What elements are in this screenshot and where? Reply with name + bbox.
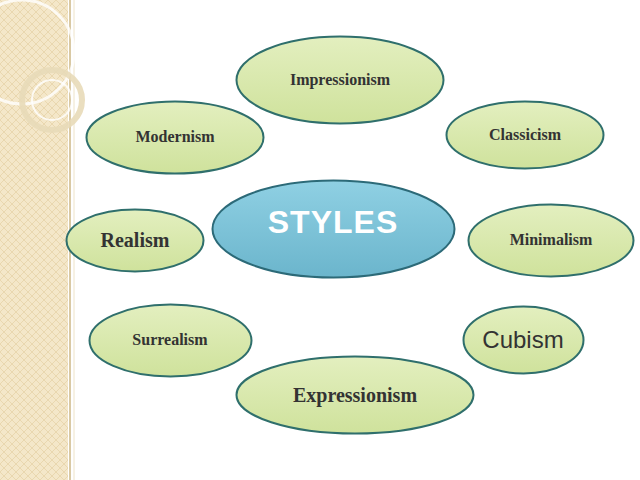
style-ellipse: Modernism	[85, 100, 265, 175]
center-ellipse: STYLES	[211, 179, 456, 279]
style-ellipse: Cubism	[462, 305, 585, 375]
style-label: Classicism	[489, 126, 561, 144]
style-label: Surrealism	[132, 331, 207, 349]
style-ellipse: Surrealism	[88, 303, 253, 378]
style-label: Cubism	[482, 326, 563, 354]
style-label: Impressionism	[290, 71, 390, 89]
style-label: STYLES	[268, 204, 398, 241]
style-ellipse: Expressionism	[235, 355, 475, 435]
style-ellipse: Minimalism	[467, 203, 635, 278]
style-label: Modernism	[135, 128, 214, 146]
style-ellipse: Impressionism	[235, 35, 445, 125]
style-label: Realism	[101, 229, 170, 252]
style-ellipse: Classicism	[445, 100, 605, 170]
style-label: Minimalism	[510, 231, 593, 249]
style-label: Expressionism	[293, 384, 417, 407]
style-ellipse: Realism	[65, 208, 205, 273]
